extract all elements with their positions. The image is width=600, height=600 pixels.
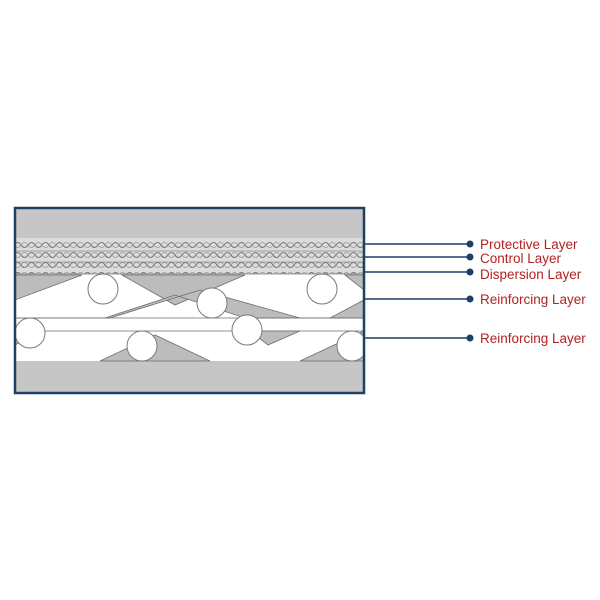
diagram-border bbox=[13, 206, 366, 395]
layer-callouts: Protective Layer Control Layer Dispersio… bbox=[364, 237, 586, 346]
callout-dot bbox=[466, 253, 474, 261]
label-protective-layer: Protective Layer bbox=[480, 237, 578, 252]
top-cover-band bbox=[15, 208, 364, 238]
control-layer-fabric bbox=[15, 250, 364, 262]
label-reinforcing-layer-2: Reinforcing Layer bbox=[480, 331, 586, 346]
thread-circle bbox=[87, 273, 119, 305]
thread-circle bbox=[306, 273, 338, 305]
thread-circle bbox=[231, 314, 263, 346]
cross-section-frame bbox=[13, 206, 366, 395]
callout-protective-layer: Protective Layer bbox=[364, 237, 578, 252]
thread-circle bbox=[15, 317, 46, 349]
thread-circle bbox=[196, 287, 228, 319]
reinforcing-layer-1-fabric bbox=[15, 274, 364, 319]
bottom-cover-band bbox=[15, 361, 364, 393]
callout-control-layer: Control Layer bbox=[364, 251, 562, 266]
callout-dot bbox=[466, 268, 474, 276]
thread-circle bbox=[126, 330, 158, 362]
callout-dot bbox=[466, 295, 474, 303]
thread-cross-sections bbox=[15, 273, 364, 362]
callout-reinforcing-layer-1: Reinforcing Layer bbox=[364, 292, 586, 307]
callout-reinforcing-layer-2: Reinforcing Layer bbox=[364, 331, 586, 346]
protective-layer-fabric bbox=[15, 238, 364, 251]
callout-dispersion-layer: Dispersion Layer bbox=[364, 267, 582, 282]
callout-dot bbox=[466, 334, 474, 342]
label-dispersion-layer: Dispersion Layer bbox=[480, 267, 582, 282]
label-reinforcing-layer-1: Reinforcing Layer bbox=[480, 292, 586, 307]
thread-circle bbox=[336, 330, 364, 362]
dispersion-layer-fabric bbox=[15, 261, 364, 275]
callout-dot bbox=[466, 240, 474, 248]
label-control-layer: Control Layer bbox=[480, 251, 562, 266]
